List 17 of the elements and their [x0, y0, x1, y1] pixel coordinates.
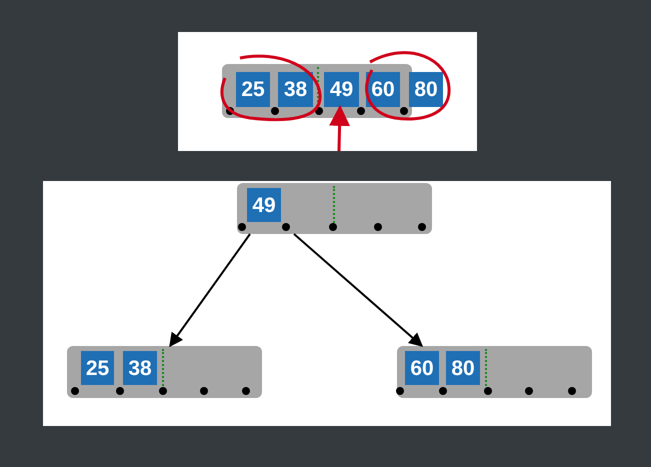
- arrow: [293, 233, 424, 347]
- key-box: 60: [366, 72, 400, 107]
- arrow: [169, 233, 251, 348]
- key-box: 38: [123, 351, 157, 385]
- node-bar: [67, 346, 262, 398]
- key-box: 25: [81, 351, 114, 385]
- key-box: 60: [405, 351, 439, 385]
- node-bar: [222, 64, 412, 118]
- node-bar: [237, 183, 432, 234]
- key-box: 38: [278, 72, 313, 107]
- key-box: 49: [324, 72, 359, 107]
- key-box: 80: [446, 351, 480, 385]
- key-box: 49: [247, 188, 281, 222]
- key-box: 80: [409, 72, 443, 107]
- node-bar: [397, 346, 592, 398]
- key-box: 25: [236, 72, 270, 107]
- arrow: [329, 104, 350, 152]
